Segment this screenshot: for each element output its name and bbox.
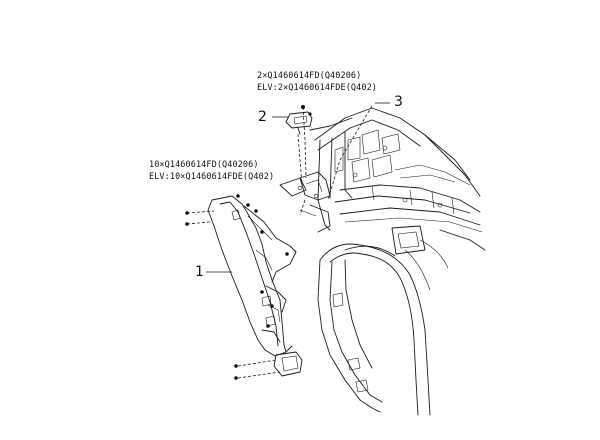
part-1-trim-panel [207, 195, 297, 357]
part-2-clip [285, 111, 313, 135]
body-structure [279, 107, 486, 416]
leader-lines [206, 102, 390, 273]
fastener-label-top-line2: ELV:2×Q1460614FDE(Q402) [257, 83, 378, 93]
callout-number-1: 1 [195, 264, 204, 280]
bottom-bracket [273, 345, 303, 377]
callout-number-3: 3 [394, 94, 403, 110]
fastener-label-top-line1: 2×Q1460614FD(Q40206) [257, 71, 362, 81]
fastener-label-left-line2: ELV:10×Q1460614FDE(Q402) [149, 172, 275, 182]
fasteners-left [185, 194, 289, 380]
callout-number-2: 2 [258, 109, 267, 125]
assembly-lines [186, 105, 373, 379]
fasteners-top [301, 105, 312, 116]
fastener-label-left-line1: 10×Q1460614FD(Q40206) [149, 160, 259, 170]
